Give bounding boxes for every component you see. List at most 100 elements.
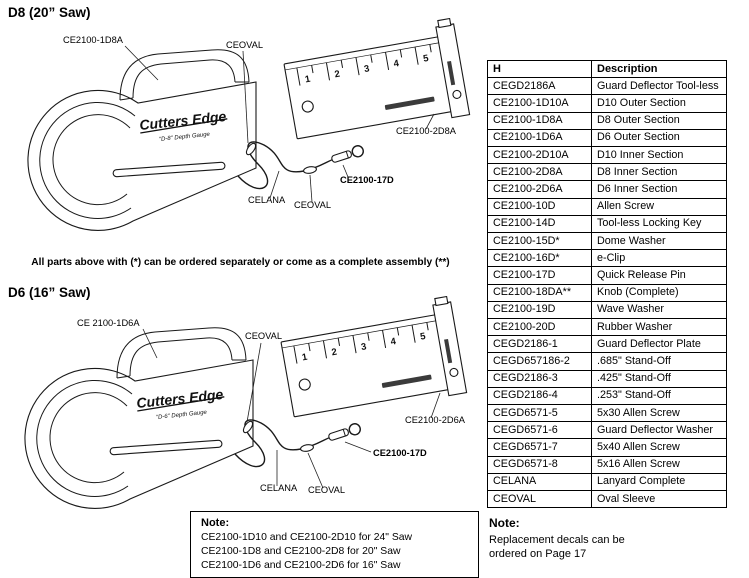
gauge-slot xyxy=(109,439,223,456)
description-cell: 5x30 Allen Screw xyxy=(591,404,727,423)
leader-line xyxy=(309,174,313,203)
part-number-cell: CEGD657186-2 xyxy=(487,352,592,371)
oval-sleeve-top-d6 xyxy=(242,420,254,434)
scale-number: 3 xyxy=(363,63,370,75)
leader-line xyxy=(124,45,159,81)
part-number-cell: CE2100-17D xyxy=(487,266,592,285)
oval-sleeve-bottom-label: CEOVAL xyxy=(308,485,345,495)
outer-section-label: CE2100-1D8A xyxy=(63,35,124,45)
oval-sleeve-top-label: CEOVAL xyxy=(245,331,282,341)
description-cell: Allen Screw xyxy=(591,197,727,216)
bracket-fine-print xyxy=(444,338,453,364)
part-number-cell: CE2100-1D10A xyxy=(487,94,592,113)
table-row: CE2100-18DA**Knob (Complete) xyxy=(487,283,727,302)
part-number-cell: CE2100-18DA** xyxy=(487,283,592,302)
brand-logo-subtext: “D-8” Depth Gauge xyxy=(159,132,211,143)
part-number-cell: CEGD2186-3 xyxy=(487,369,592,388)
quick-release-pin-label: CE2100-17D xyxy=(340,175,394,185)
inner-section-plate-d6: 1 2 3 4 5 xyxy=(280,296,468,418)
description-cell: D6 Outer Section xyxy=(591,128,727,148)
description-cell: Rubber Washer xyxy=(591,318,727,337)
scale-number: 2 xyxy=(331,347,338,359)
leader-line xyxy=(242,50,249,144)
outer-section-label: CE 2100-1D6A xyxy=(77,318,140,328)
bracket-tab xyxy=(434,296,449,307)
leader-line xyxy=(425,113,435,130)
scale-number: 5 xyxy=(419,331,427,343)
handle-d8 xyxy=(119,49,250,101)
right-note: Note: Replacement decals can be ordered … xyxy=(489,516,625,561)
description-cell: .425" Stand-Off xyxy=(591,369,727,388)
table-row: CEGD2186-4.253" Stand-Off xyxy=(487,386,727,406)
part-number-cell: CEGD6571-8 xyxy=(487,455,592,474)
inner-section-label: CE2100-2D6A xyxy=(405,415,466,425)
column-header-description: Description xyxy=(591,59,727,79)
note-line: CE2100-1D8 and CE2100-2D8 for 20" Saw xyxy=(201,545,401,557)
bracket-tab xyxy=(437,18,452,29)
description-cell: e-Clip xyxy=(591,249,727,268)
diagram-d8: 1 2 3 4 5 Cutters Edge “D-8” Depth Gauge xyxy=(27,18,471,231)
ruler-scale-d6: 1 2 3 4 5 xyxy=(293,322,429,364)
heading-d6: D6 (16” Saw) xyxy=(8,285,91,300)
description-cell: Dome Washer xyxy=(591,232,727,251)
part-number-cell: CE2100-1D8A xyxy=(487,111,592,130)
scale-number: 1 xyxy=(304,74,312,86)
part-number-cell: CEGD6571-6 xyxy=(487,421,592,440)
table-row: CE2100-16D*e-Clip xyxy=(487,249,727,268)
description-cell: .253" Stand-Off xyxy=(591,386,727,406)
scale-number: 3 xyxy=(360,341,367,353)
part-number-cell: CE2100-16D* xyxy=(487,249,592,268)
part-number-cell: CE2100-14D xyxy=(487,214,592,234)
leader-line xyxy=(430,392,441,419)
note-title: Note: xyxy=(201,517,230,529)
oval-sleeve-top-d8 xyxy=(245,142,257,156)
quick-release-pin-d8 xyxy=(331,145,364,163)
inner-section-plate-d8: 1 2 3 4 5 xyxy=(283,18,471,140)
diagram-d6: 1 2 3 4 5 Cutters Edge “D-6” Depth Gauge xyxy=(24,296,468,509)
part-number-cell: CEOVAL xyxy=(487,490,592,509)
table-header-row: H Description xyxy=(487,59,727,79)
logo-underline xyxy=(137,396,225,412)
lanyard-label: CELANA xyxy=(260,483,298,493)
fine-print-bar xyxy=(384,96,435,110)
leader-line xyxy=(307,452,324,489)
handle-d6 xyxy=(116,327,247,379)
leader-line xyxy=(246,342,262,423)
plate-hole xyxy=(298,378,311,391)
description-cell: D8 Inner Section xyxy=(591,163,727,182)
part-number-cell: CEGD2186A xyxy=(487,77,592,96)
scale-number: 5 xyxy=(422,53,430,65)
part-number-cell: CEGD2186-4 xyxy=(487,386,592,406)
ruler-scale-d8: 1 2 3 4 5 xyxy=(296,44,432,86)
outer-section-body-d8: Cutters Edge “D-8” Depth Gauge xyxy=(27,49,257,231)
part-number-cell: CE2100-2D8A xyxy=(487,163,592,182)
description-cell: Guard Deflector Plate xyxy=(591,335,727,354)
note-line: CE2100-1D6 and CE2100-2D6 for 16" Saw xyxy=(201,559,401,571)
table-row: CEGD2186-3.425" Stand-Off xyxy=(487,369,727,388)
description-cell: D8 Outer Section xyxy=(591,111,727,130)
description-cell: .685" Stand-Off xyxy=(591,352,727,371)
quick-release-pin-label: CE2100-17D xyxy=(373,448,427,458)
heading-d8: D8 (20” Saw) xyxy=(8,5,91,20)
assembly-note: All parts above with (*) can be ordered … xyxy=(31,257,450,268)
description-cell: Knob (Complete) xyxy=(591,283,727,302)
part-number-cell: CELANA xyxy=(487,472,592,492)
description-cell: Tool-less Locking Key xyxy=(591,214,727,234)
oval-sleeve-bottom-label: CEOVAL xyxy=(294,200,331,210)
note-line: CE2100-1D10 and CE2100-2D10 for 24" Saw xyxy=(201,532,413,543)
bracket-fine-print xyxy=(447,60,456,86)
lanyard-label: CELANA xyxy=(248,195,286,205)
leader-line xyxy=(344,441,372,453)
plate-hole xyxy=(301,100,314,113)
